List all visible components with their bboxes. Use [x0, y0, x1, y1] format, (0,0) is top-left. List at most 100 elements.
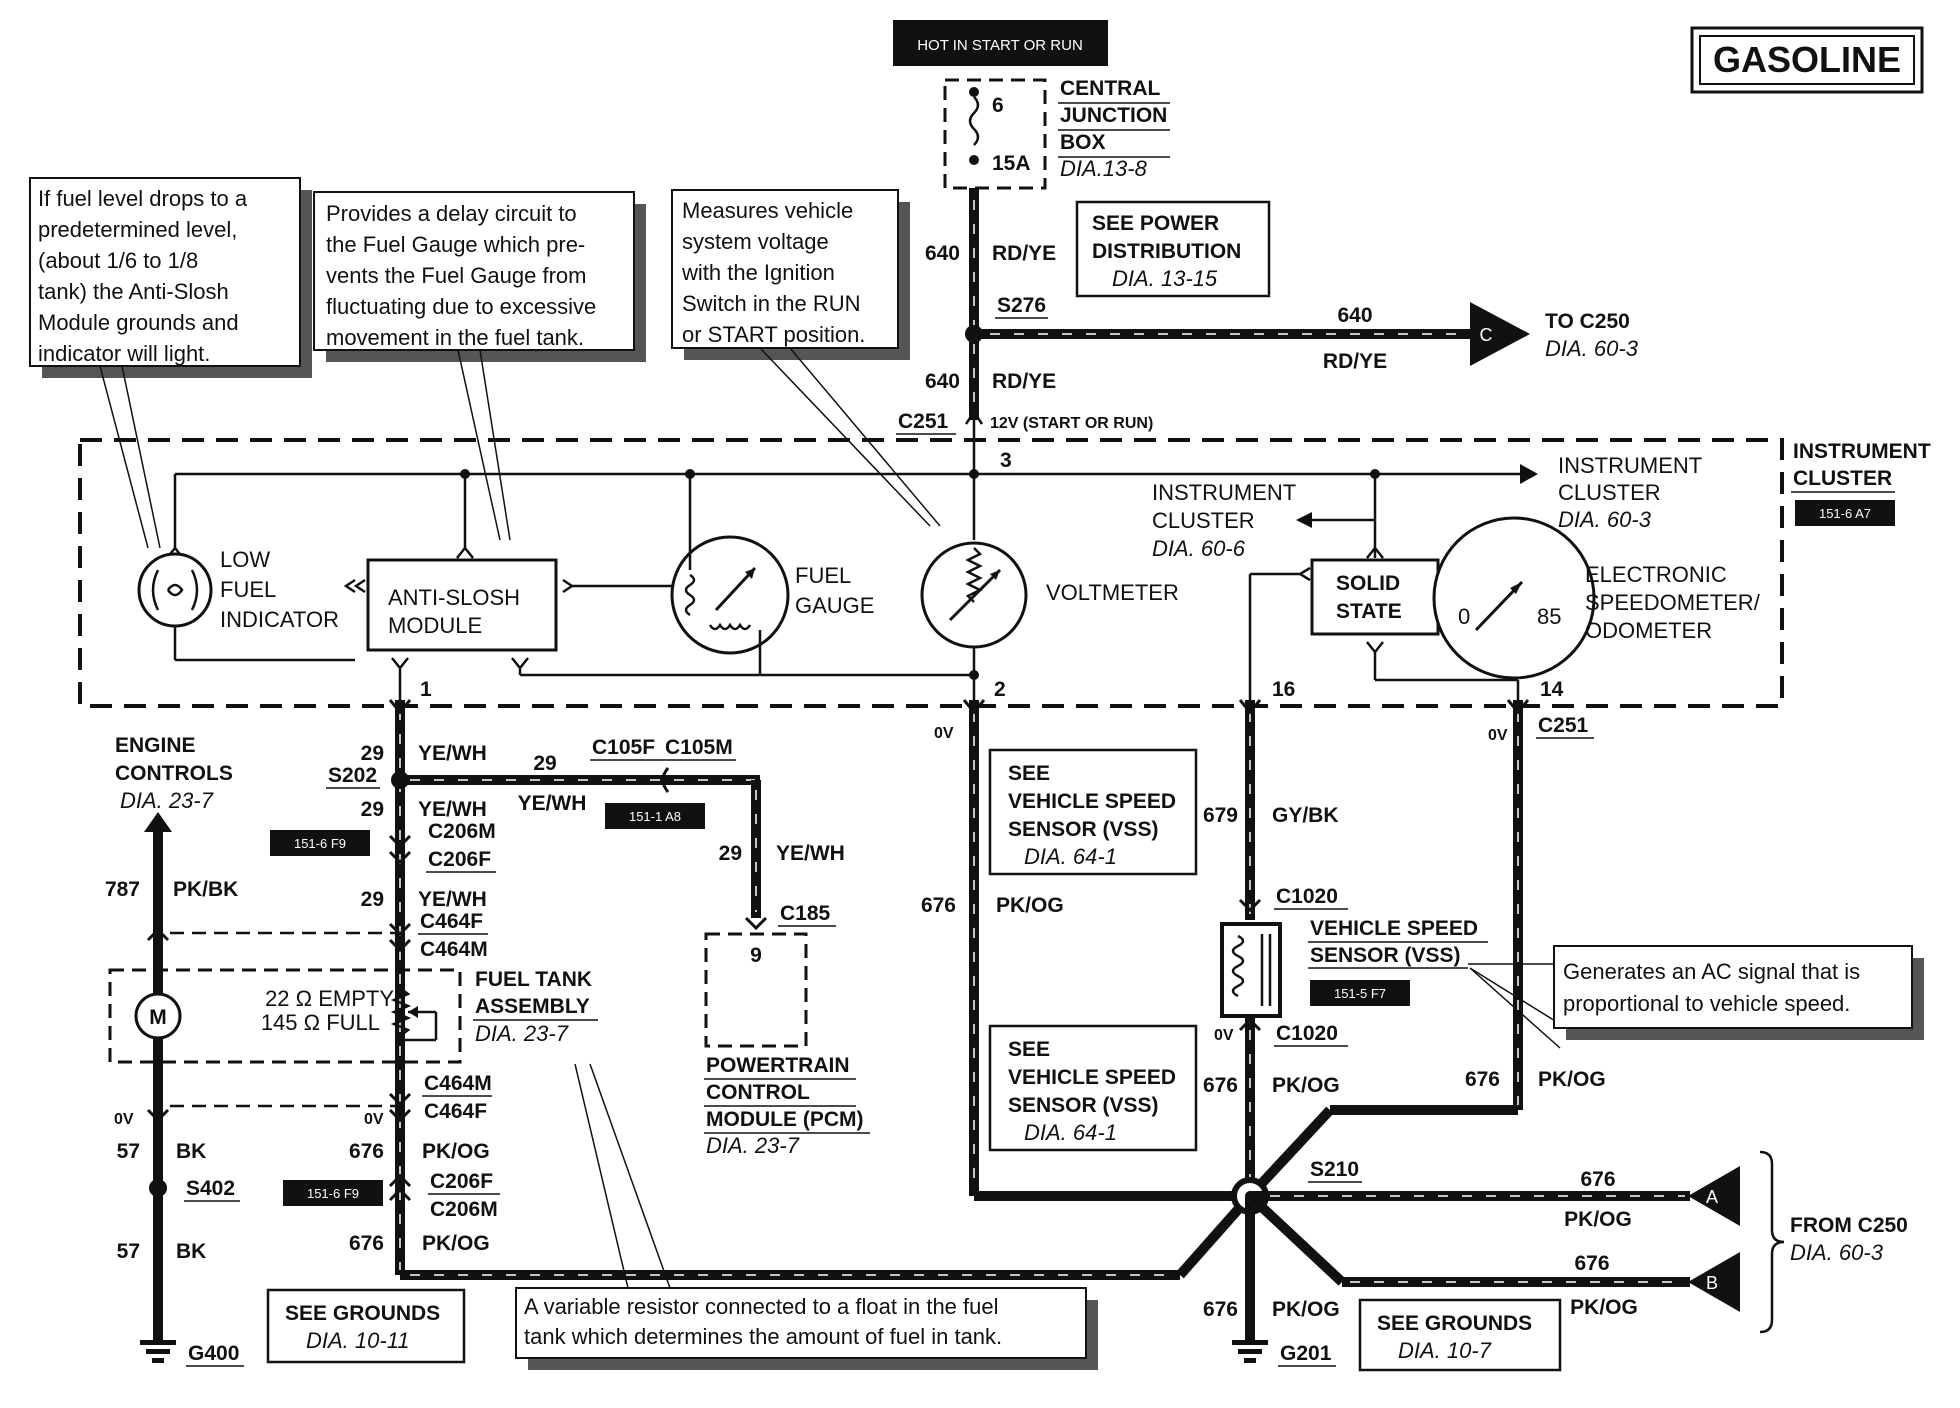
wire-679-gybk	[1238, 699, 1262, 920]
wire-787-label: 787	[105, 878, 140, 901]
connector-c185: C185	[780, 902, 831, 925]
connector-c206m-b: C206M	[430, 1198, 498, 1221]
wire-to-c250: C	[974, 302, 1530, 366]
tag-151-6-a7	[1795, 500, 1895, 526]
cluster-power-bus	[173, 420, 1520, 548]
fuel-gauge-label-1: FUEL	[795, 563, 851, 588]
wire-bk-label-b: BK	[176, 1240, 206, 1263]
wire-676-label-d: 676	[1203, 1074, 1238, 1097]
wire-rdye-label-a: RD/YE	[992, 242, 1056, 265]
speedo-label-2: SPEEDOMETER/	[1585, 590, 1761, 615]
low-fuel-indicator-lamp	[137, 552, 356, 662]
wire-676-label-g: 676	[1574, 1252, 1609, 1275]
gasoline-badge: GASOLINE	[1690, 26, 1924, 94]
engine-controls-dia: DIA. 23-7	[120, 788, 214, 813]
low-fuel-label-2: FUEL	[220, 577, 276, 602]
instrument-cluster-boundary	[78, 438, 1784, 708]
low-fuel-label-3: INDICATOR	[220, 607, 339, 632]
connector-c251-top: C251	[898, 410, 949, 433]
zero-v-left: 0V	[114, 1111, 134, 1128]
wire-from-c250-a: A	[1250, 1166, 1740, 1226]
wire-pkog-label-g: PK/OG	[1570, 1296, 1638, 1319]
see-vss-box-2: SEE VEHICLE SPEED SENSOR (VSS) DIA. 64-1	[988, 1024, 1198, 1152]
low-fuel-note-6: indicator will light.	[38, 341, 210, 366]
zero-v-pin14: 0V	[1488, 727, 1508, 744]
pcm-dia: DIA. 23-7	[706, 1133, 800, 1158]
cluster-side-line-2: CLUSTER	[1793, 467, 1892, 490]
connector-c105f: C105F	[592, 736, 655, 759]
delay-note-4: fluctuating due to excessive	[326, 294, 596, 319]
wire-yewh-label-a: YE/WH	[418, 742, 487, 765]
voltmeter-label: VOLTMETER	[1046, 580, 1179, 605]
central-junction-box: 6 15A	[943, 78, 1047, 190]
wire-57-label-a: 57	[117, 1140, 140, 1163]
wire-676-label-e: 676	[1465, 1068, 1500, 1091]
wire-pkbk-label: PK/BK	[173, 878, 238, 901]
wire-29-to-pcm	[400, 767, 768, 931]
grounds-left-line-1: SEE GROUNDS	[285, 1302, 440, 1325]
resistor-note-1: A variable resistor connected to a float…	[524, 1294, 999, 1319]
to-c250-label: TO C250	[1545, 310, 1630, 333]
low-fuel-note: If fuel level drops to a predetermined l…	[29, 177, 312, 378]
grounds-right-line-1: SEE GROUNDS	[1377, 1312, 1532, 1335]
connector-c464f-a: C464F	[420, 910, 483, 933]
wire-29-label-c: 29	[719, 842, 742, 865]
connector-c464f-b: C464F	[424, 1100, 487, 1123]
zero-v-tank: 0V	[364, 1111, 384, 1128]
tag-151-6-f9-a-text: 151-6 F9	[294, 836, 346, 851]
delay-note-1: Provides a delay circuit to	[326, 201, 577, 226]
tag-151-6-f9-b	[283, 1180, 383, 1206]
cluster-left-2: CLUSTER	[1152, 508, 1255, 533]
see-grounds-left: SEE GROUNDS DIA. 10-11	[266, 1288, 466, 1364]
fuse-rating: 15A	[992, 152, 1031, 175]
callout-leaders	[99, 347, 941, 549]
wire-pkog-label-b: PK/OG	[422, 1232, 490, 1255]
ground-g400-symbol	[140, 1340, 176, 1363]
vss-note-1: Generates an AC signal that is	[1563, 959, 1860, 984]
vss-ref-1-line-1: SEE	[1008, 762, 1050, 785]
vss-ref-1-line-3: SENSOR (VSS)	[1008, 818, 1159, 841]
splice-s202: S202	[328, 764, 377, 787]
connector-c105m: C105M	[665, 736, 733, 759]
wire-676-pin14	[1246, 699, 1530, 1200]
cjb-line-2: JUNCTION	[1060, 104, 1167, 127]
low-fuel-note-2: predetermined level,	[38, 217, 237, 242]
pin-14: 14	[1540, 678, 1564, 701]
wire-676-label-a: 676	[349, 1140, 384, 1163]
see-power-line-2: DISTRIBUTION	[1092, 240, 1241, 263]
fuel-tank-assembly: M	[108, 968, 462, 1064]
wire-bk-label-a: BK	[176, 1140, 206, 1163]
grounds-right-dia: DIA. 10-7	[1398, 1338, 1492, 1363]
solid-state-label-2: STATE	[1336, 600, 1402, 623]
solid-state-label-1: SOLID	[1336, 572, 1400, 595]
pin-2: 2	[994, 678, 1006, 701]
wire-676-label-f: 676	[1580, 1168, 1615, 1191]
grounds-left-dia: DIA. 10-11	[306, 1328, 410, 1353]
wire-679-label: 679	[1203, 804, 1238, 827]
vss-ref-2-line-1: SEE	[1008, 1038, 1050, 1061]
wire-676-label-b: 676	[349, 1232, 384, 1255]
wire-640-label-c: 640	[1337, 304, 1372, 327]
voltage-note-5: or START position.	[682, 322, 865, 347]
splice-s210: S210	[1310, 1158, 1359, 1181]
wire-640-label-b: 640	[925, 370, 960, 393]
vss-label-1: VEHICLE SPEED	[1310, 917, 1478, 940]
anti-slosh-label-2: MODULE	[388, 613, 482, 638]
vss-ref-1-dia: DIA. 64-1	[1024, 844, 1117, 869]
connector-c-letter: C	[1480, 325, 1493, 345]
twelve-v-label: 12V (START OR RUN)	[990, 415, 1153, 432]
splice-s276: S276	[997, 294, 1046, 317]
to-c250-dia: DIA. 60-3	[1545, 336, 1639, 361]
connector-a-letter: A	[1706, 1187, 1718, 1207]
wire-640-label-a: 640	[925, 242, 960, 265]
pcm-label-2: CONTROL	[706, 1081, 810, 1104]
see-power-line-1: SEE POWER	[1092, 212, 1219, 235]
voltage-note-4: Switch in the RUN	[682, 291, 861, 316]
resistor-note-leaders	[574, 1063, 671, 1289]
wire-676-label-c: 676	[921, 894, 956, 917]
resistor-note: A variable resistor connected to a float…	[515, 1287, 1098, 1370]
wire-yewh-label-b: YE/WH	[518, 792, 587, 815]
hot-in-start-label: HOT IN START OR RUN	[917, 37, 1083, 54]
ground-g400: G400	[188, 1342, 239, 1365]
wire-676-label-h: 676	[1203, 1298, 1238, 1321]
